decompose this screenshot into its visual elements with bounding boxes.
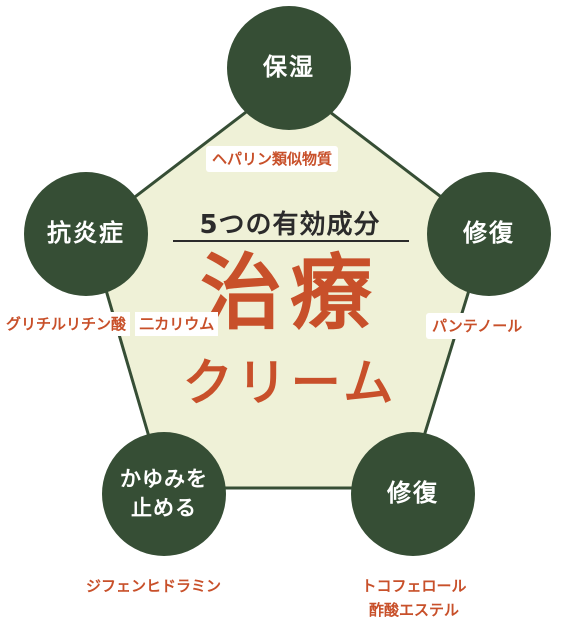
ingredient-heparinoid: ヘパリン類似物質 — [206, 146, 339, 172]
ingredient-panthenol: パンテノール — [426, 313, 529, 339]
center-title: 治療 — [199, 245, 380, 341]
ingredient-tocopherol-acetate: トコフェロール 酢酸エステル — [348, 574, 480, 622]
subtitle-underline — [173, 240, 409, 242]
node-label: 抗炎症 — [47, 219, 125, 248]
node-moisturize: 保湿 — [227, 6, 351, 130]
node-relieve-itch: かゆみを 止める — [102, 432, 226, 556]
node-label: 修復 — [387, 479, 439, 508]
node-repair-bottom: 修復 — [351, 432, 475, 556]
ingredient-dipotassium-glycyrrhizinate: グリチルリチン酸 二カリウム — [2, 312, 219, 336]
center-title-cream: クリーム — [182, 354, 398, 412]
node-label: 保湿 — [263, 53, 315, 82]
ingredient-diphenhydramine: ジフェンヒドラミン — [86, 577, 222, 595]
center-subtitle: 5つの有効成分 — [199, 210, 381, 240]
node-label: 修復 — [463, 219, 515, 248]
ingredient-line: トコフェロール — [361, 577, 467, 595]
ingredient-line: 二カリウム — [135, 312, 219, 336]
node-label-line: 止める — [131, 496, 197, 520]
node-label-group: かゆみを 止める — [120, 465, 208, 524]
ingredient-line: グリチルリチン酸 — [2, 312, 131, 336]
node-label-line: かゆみを — [120, 466, 208, 491]
node-anti-inflammation: 抗炎症 — [24, 172, 148, 296]
ingredient-line: 酢酸エステル — [368, 601, 459, 619]
node-repair-right: 修復 — [427, 172, 551, 296]
